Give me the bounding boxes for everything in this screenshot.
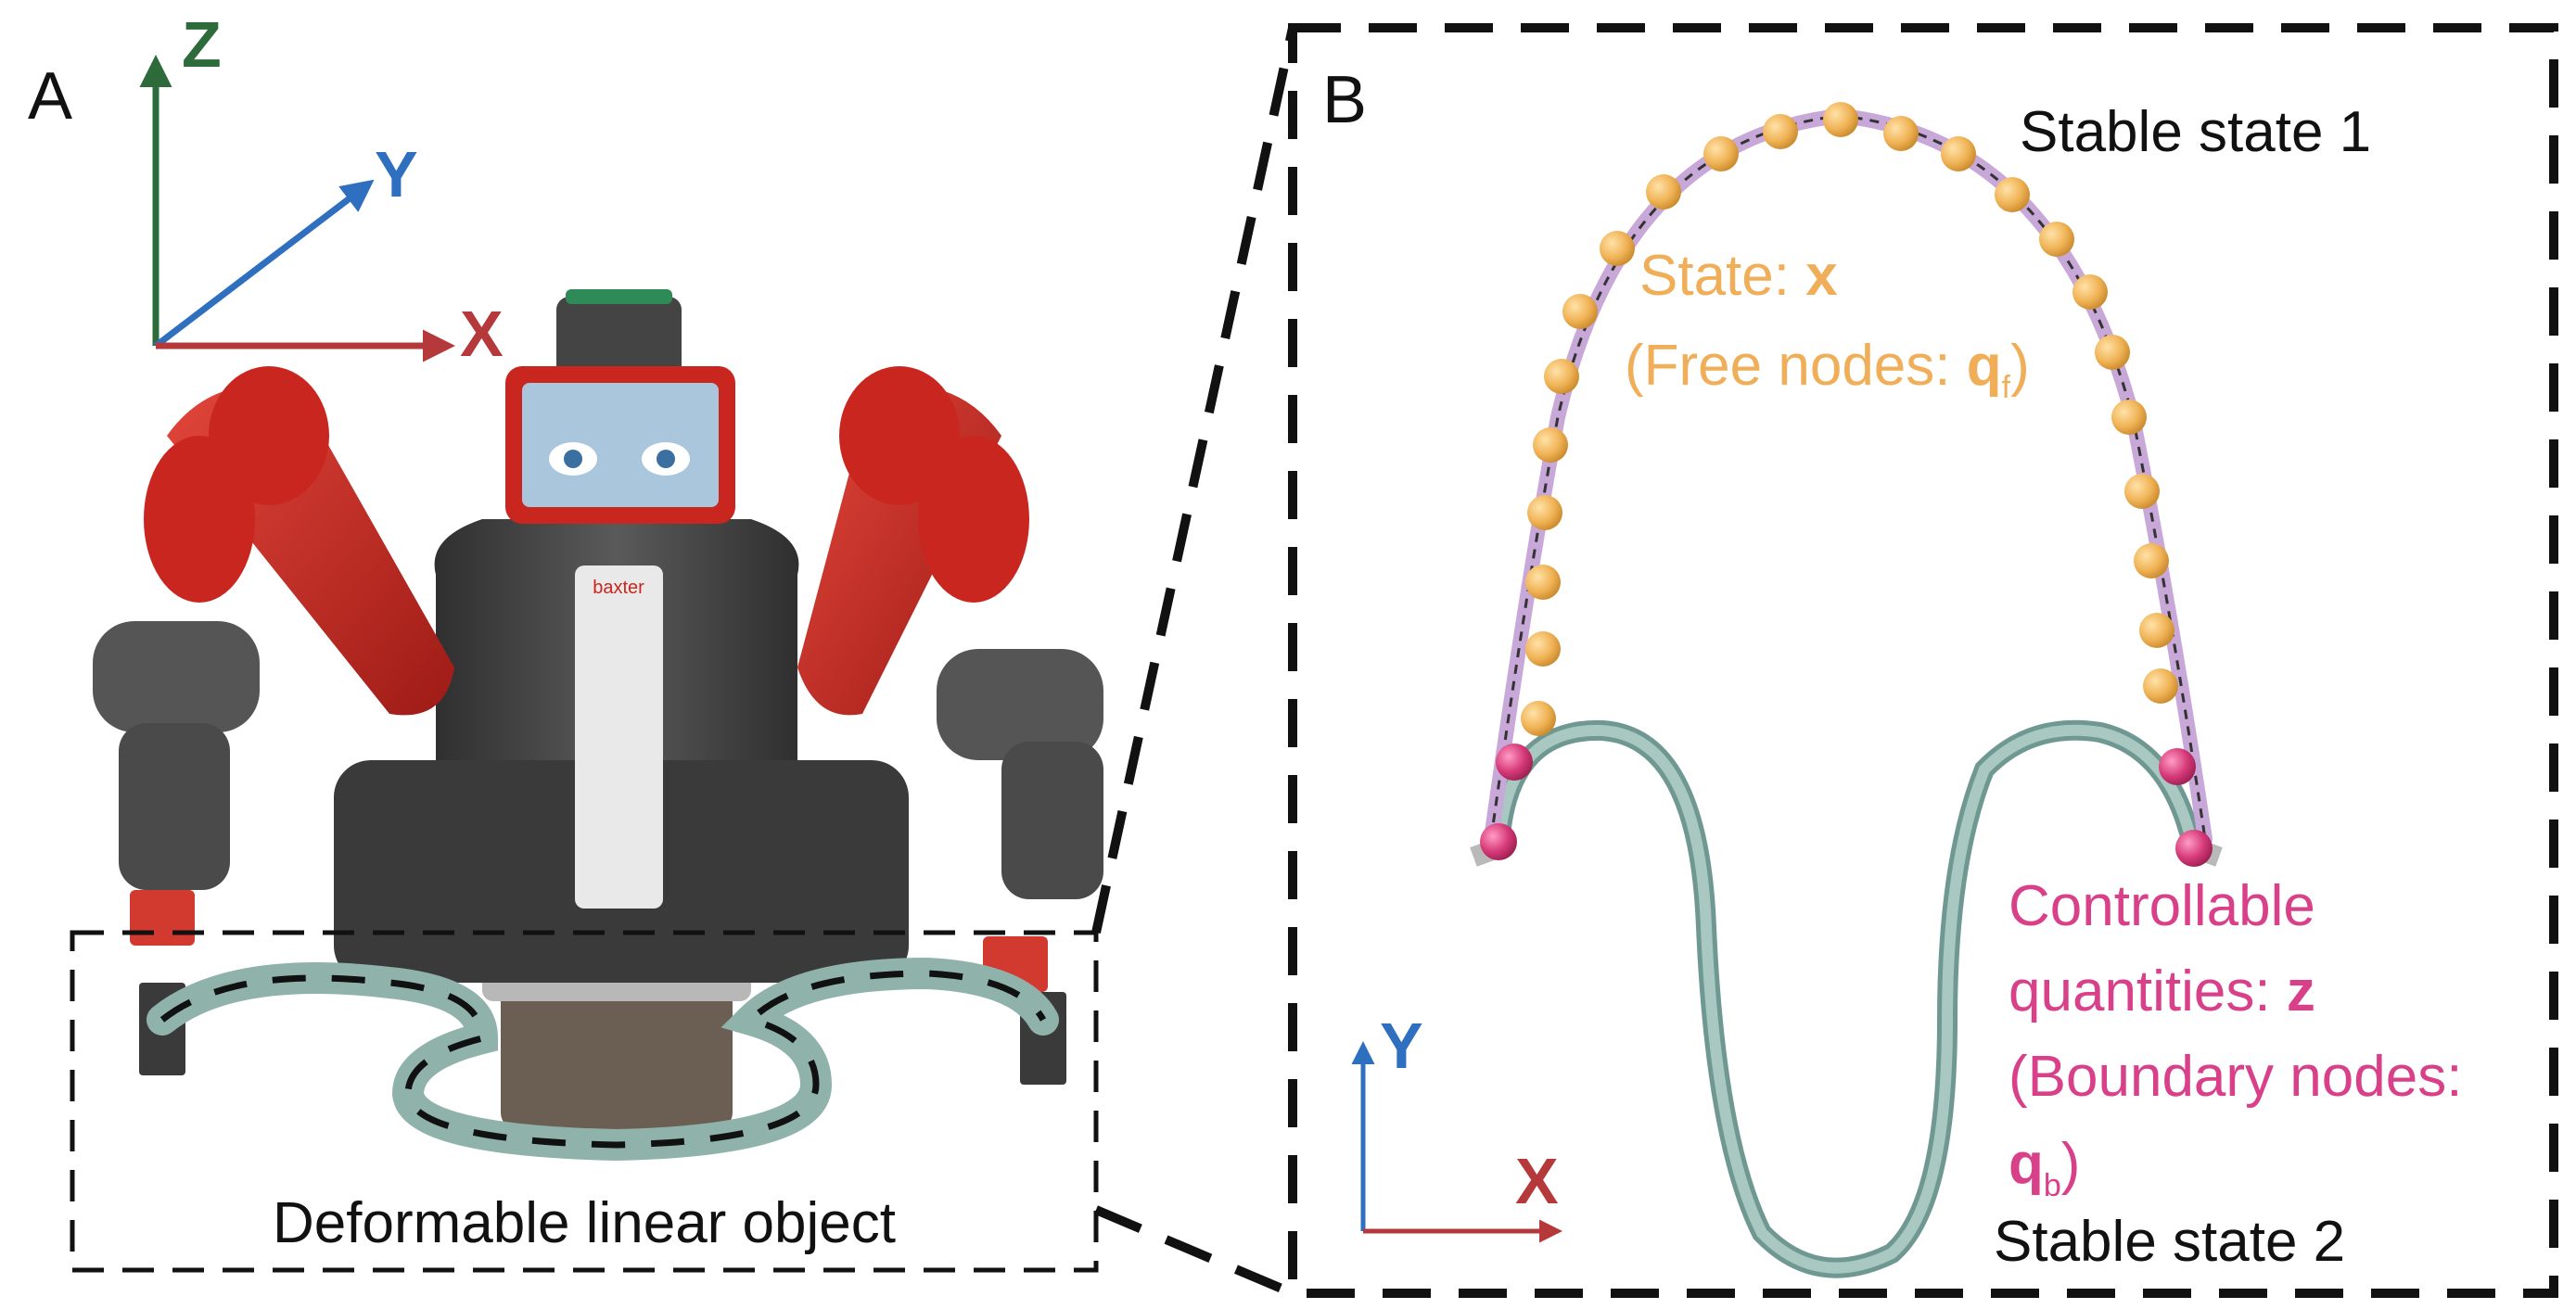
panel-b-label: B xyxy=(1322,63,1367,137)
robot-left-elbow xyxy=(144,436,255,603)
robot-screen xyxy=(522,383,719,507)
robot-left-wrist xyxy=(119,723,230,890)
zoom-connector-bottom xyxy=(1094,1205,1294,1298)
free-node xyxy=(2134,543,2169,578)
free-node xyxy=(1533,427,1568,463)
free-nodes-label: (Free nodes: qf) xyxy=(1625,334,2030,405)
free-node xyxy=(1525,565,1561,600)
panel-a: A Z Y X baxter xyxy=(28,8,1103,1273)
robot-right-elbow xyxy=(918,436,1029,603)
controllable-label-line1: Controllable xyxy=(2009,874,2315,938)
free-node xyxy=(2039,222,2074,257)
free-node xyxy=(1883,116,1919,151)
stable-state-2-label: Stable state 2 xyxy=(1994,1210,2345,1274)
panel-b-axes: Y X xyxy=(1351,1010,1562,1243)
robot-front-panel xyxy=(575,566,663,909)
robot-left-forearm-joint xyxy=(93,621,260,732)
free-node xyxy=(1527,495,1562,530)
y-axis-arrow xyxy=(153,179,375,349)
free-node xyxy=(2139,613,2174,648)
free-node xyxy=(1995,177,2030,212)
panel-b: B xyxy=(1288,23,2558,1298)
free-node xyxy=(1544,359,1579,394)
robot-right-forearm-joint xyxy=(937,649,1103,760)
robot-head-ring xyxy=(566,289,672,304)
free-node xyxy=(1521,701,1556,736)
free-node xyxy=(1941,136,1976,172)
free-node xyxy=(1562,294,1598,329)
state-label: State: x xyxy=(1639,244,1838,308)
boundary-node xyxy=(1496,743,1533,781)
panel-b-box xyxy=(1288,23,2558,1298)
free-node xyxy=(1703,136,1739,172)
robot-illustration: baxter xyxy=(93,289,1103,1162)
panel-a-highlight-box xyxy=(70,930,1099,1273)
free-node xyxy=(1763,114,1798,149)
zoom-connector-top xyxy=(1091,26,1297,934)
robot-pedestal xyxy=(501,983,733,1131)
robot-brand-text: baxter xyxy=(593,578,644,598)
robot-left-pupil xyxy=(564,450,582,468)
boundary-node xyxy=(2159,748,2196,785)
boundary-node xyxy=(1480,823,1517,860)
panel-a-caption: Deformable linear object xyxy=(273,1191,896,1255)
b-x-axis-label: X xyxy=(1515,1145,1559,1217)
stable-state-1-label: Stable state 1 xyxy=(2020,100,2371,164)
boundary-nodes-symbol: qb) xyxy=(2009,1132,2080,1203)
free-node xyxy=(2111,400,2147,435)
robot-left-gripper-base xyxy=(130,890,195,946)
free-node xyxy=(2124,474,2160,509)
robot-right-wrist xyxy=(1001,742,1103,899)
rod-stable-state-2 xyxy=(1495,724,2198,1274)
free-node xyxy=(2143,668,2178,704)
free-node xyxy=(1600,231,1635,266)
controllable-label-line2: quantities: z xyxy=(2009,960,2315,1023)
free-node xyxy=(1525,631,1561,667)
y-axis-label: Y xyxy=(375,138,418,210)
free-node xyxy=(1823,102,1858,137)
free-nodes xyxy=(1521,102,2178,736)
free-node xyxy=(2072,274,2108,310)
free-node xyxy=(2095,335,2130,370)
panel-a-label: A xyxy=(28,59,72,133)
z-axis-label: Z xyxy=(182,8,222,81)
free-node xyxy=(1646,174,1681,210)
boundary-node xyxy=(2175,830,2213,867)
b-y-axis-label: Y xyxy=(1380,1010,1423,1082)
boundary-nodes xyxy=(1480,743,2213,867)
panel-a-axes: Z Y X xyxy=(139,8,504,370)
x-axis-label: X xyxy=(460,298,504,370)
boundary-nodes-label: (Boundary nodes: xyxy=(2009,1045,2462,1109)
deformable-strip-markings xyxy=(159,970,1047,1149)
robot-right-pupil xyxy=(657,450,675,468)
